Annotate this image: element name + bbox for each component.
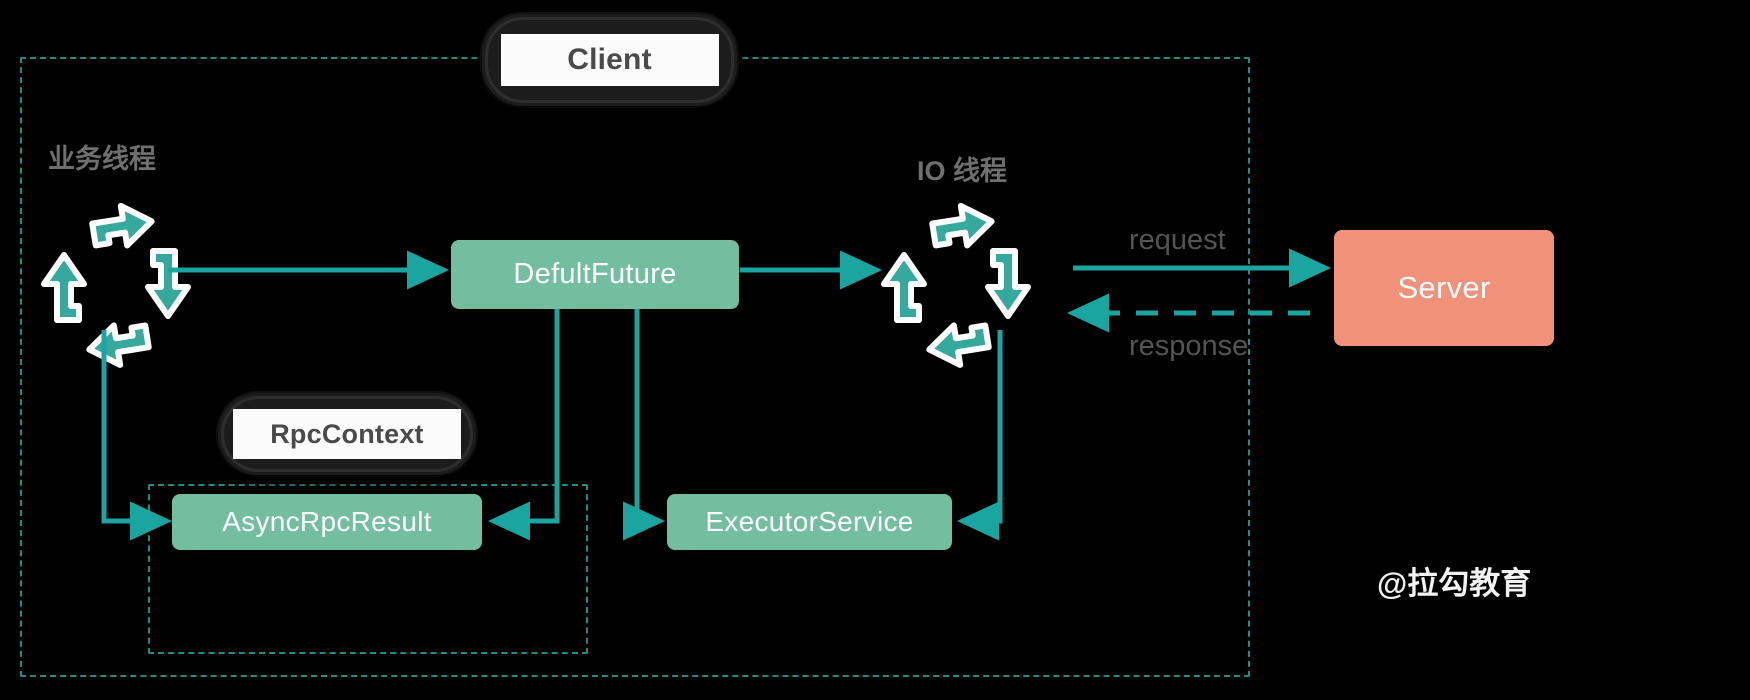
watermark: @拉勾教育 bbox=[1377, 566, 1532, 601]
rpccontext-chip[interactable]: RpcContext bbox=[218, 393, 476, 475]
caption-io-thread: IO 线程 bbox=[917, 156, 1008, 186]
edge-label-request: request bbox=[1129, 224, 1226, 256]
client-chip[interactable]: Client bbox=[482, 14, 737, 106]
node-server[interactable]: Server bbox=[1334, 230, 1554, 346]
rpccontext-region-box bbox=[148, 484, 588, 654]
node-defultfuture[interactable]: DefultFuture bbox=[451, 240, 739, 309]
caption-business-thread: 业务线程 bbox=[48, 144, 156, 174]
edge-label-response: response bbox=[1129, 330, 1249, 362]
node-asyncrpcresult[interactable]: AsyncRpcResult bbox=[172, 494, 482, 550]
client-chip-label: Client bbox=[500, 34, 719, 86]
node-executorservice[interactable]: ExecutorService bbox=[667, 494, 952, 550]
rpccontext-chip-label: RpcContext bbox=[233, 409, 461, 459]
